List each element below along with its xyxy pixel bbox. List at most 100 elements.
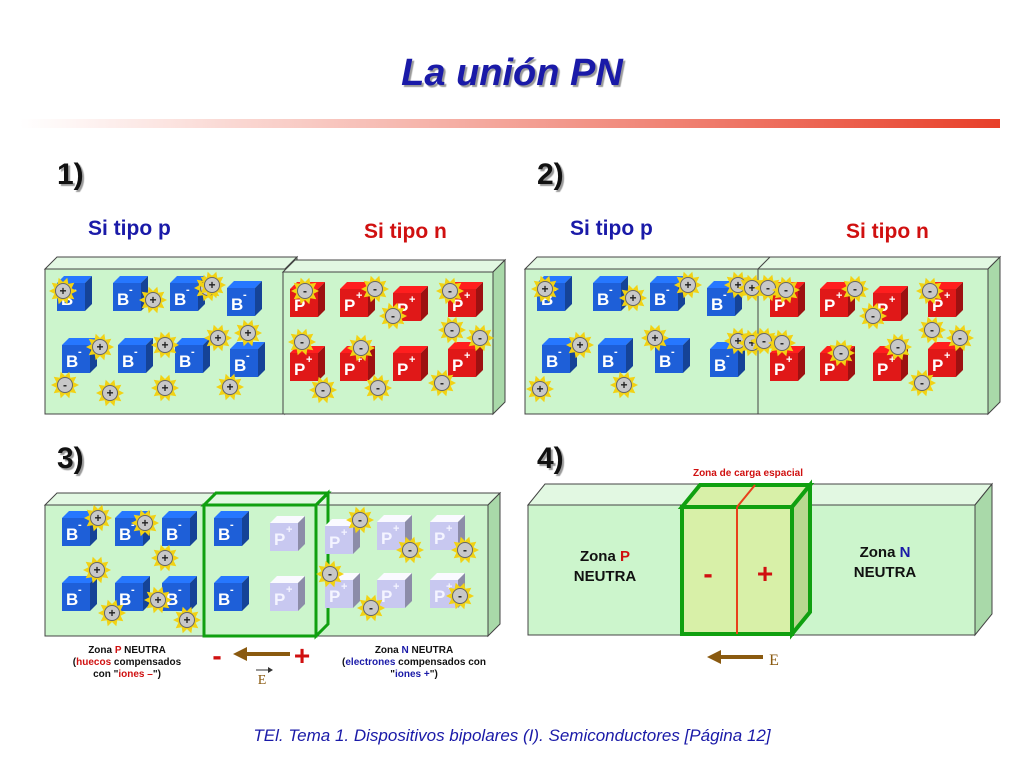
panel-1-number: 1) [57,158,84,191]
space-charge-region [677,479,815,640]
svg-text:-: - [178,519,182,531]
svg-text:P: P [381,529,392,548]
svg-text:P: P [774,360,785,379]
svg-text:-: - [129,284,133,296]
n-neutral-zone-label: Zona N NEUTRA [853,544,917,581]
svg-text:-: - [666,284,670,296]
svg-text:+: + [154,593,161,607]
svg-text:+: + [748,336,755,350]
electron-7: - [466,324,494,352]
svg-text:-: - [230,584,234,596]
svg-text:-: - [930,323,934,337]
svg-text:+: + [889,354,895,366]
panel-2-number: 2) [537,158,564,191]
svg-text:+: + [244,326,251,340]
electron-4: - [379,302,407,330]
acceptor-ion-3: B- [650,276,685,311]
electric-field-label: E [258,673,267,688]
svg-text:+: + [748,281,755,295]
electron-1: - [346,506,374,534]
svg-text:P: P [452,356,463,375]
svg-text:-: - [131,519,135,531]
svg-text:P: P [434,529,445,548]
svg-text:+: + [161,551,168,565]
svg-text:-: - [871,309,875,323]
panel-2-p-label: Si tipo p [570,217,653,240]
hole-7: + [96,379,124,407]
hole-11: + [198,271,226,299]
hole-5: + [86,333,114,361]
electron-3: - [841,275,869,303]
svg-text:B: B [66,590,78,609]
hole-1: + [531,275,559,303]
svg-text:B: B [602,352,614,371]
svg-text:B: B [218,590,230,609]
svg-text:-: - [243,289,247,301]
svg-text:B: B [179,352,191,371]
svg-text:-: - [78,519,82,531]
hole-5: + [144,586,172,614]
svg-text:-: - [448,284,452,298]
svg-text:+: + [106,386,113,400]
electric-field-arrow [707,650,763,664]
svg-text:-: - [458,589,462,603]
acceptor-ion-4: B- [707,281,742,316]
electron-10: - [827,339,855,367]
svg-text:+: + [684,278,691,292]
panel-1-diagram: B-B-B-B-B-B-B-B-P+P+P+P+P+P+P+P+++++++++… [43,255,507,416]
svg-text:+: + [214,331,221,345]
svg-text:+: + [541,282,548,296]
svg-text:+: + [944,290,950,302]
svg-text:B: B [119,590,131,609]
svg-text:+: + [356,354,362,366]
depleted-acceptor-ion-1: B- [214,511,249,546]
svg-text:+: + [141,516,148,530]
svg-text:+: + [393,523,399,535]
svg-text:+: + [409,354,415,366]
svg-text:B: B [166,590,178,609]
svg-text:P: P [434,587,445,606]
depletion-region [200,489,332,640]
electron-12: - [428,369,456,397]
electron-4: - [859,302,887,330]
svg-text:B: B [231,295,243,314]
svg-text:+: + [786,354,792,366]
svg-text:+: + [226,380,233,394]
svg-text:P: P [344,360,355,379]
svg-text:+: + [889,294,895,306]
hole-6: + [151,331,179,359]
svg-text:+: + [944,350,950,362]
svg-text:+: + [464,350,470,362]
title-underline [20,119,1000,128]
svg-text:+: + [208,278,215,292]
svg-text:+: + [341,581,347,593]
panel-1-p-label: Si tipo p [88,217,171,240]
svg-text:+: + [93,563,100,577]
donor-ion-5: P+ [377,573,412,608]
svg-text:-: - [671,346,675,358]
svg-text:-: - [558,346,562,358]
hole-4: + [204,324,232,352]
svg-text:P: P [329,533,340,552]
svg-text:-: - [391,309,395,323]
electron-10: - [364,374,392,402]
panel-1-n-label: Si tipo n [364,220,447,243]
svg-text:B: B [597,290,609,309]
hole-2: + [131,509,159,537]
positive-charge-sign: + [757,558,773,589]
acceptor-ion-2: B- [593,276,628,311]
hole-1: + [49,277,77,305]
svg-text:-: - [134,346,138,358]
n-neutral-zone-caption: Zona N NEUTRA (electrones compensados co… [342,645,486,680]
svg-text:+: + [341,527,347,539]
electron-9: - [347,334,375,362]
svg-text:-: - [191,346,195,358]
electron-1: - [754,274,782,302]
svg-text:B: B [711,295,723,314]
donor-ion-7: P+ [393,346,428,381]
electron-2: - [772,276,800,304]
svg-text:+: + [108,606,115,620]
svg-text:-: - [246,350,250,362]
svg-text:-: - [369,601,373,615]
panel-2-diagram: B-B-B-B-B-B-B-B-P+P+P+P+P+P+P+P+++++++++… [523,255,1002,416]
